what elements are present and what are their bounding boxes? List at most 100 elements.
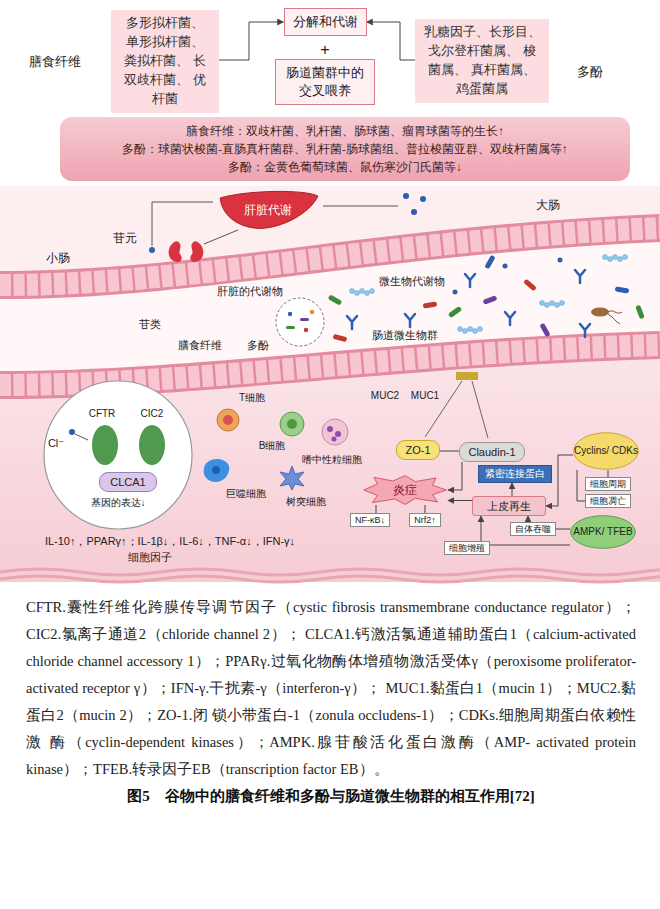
gut-microbes-part-part <box>555 303 560 308</box>
gut-microbes-part <box>635 305 644 320</box>
gut-microbes-part <box>580 324 590 337</box>
ion-label: Cl⁻ <box>48 437 64 451</box>
compound-label: 肝脏的代谢物 <box>217 285 283 299</box>
connector <box>512 483 513 496</box>
fermentation-circle-part <box>288 312 292 316</box>
gut-microbes-part-part <box>558 258 563 263</box>
zoom-circle-part <box>139 425 165 465</box>
gut-microbes-part-part <box>560 301 565 306</box>
process-box: 细胞增殖 <box>444 541 490 555</box>
pathway-ellipse: Cyclins/ CDKs <box>573 432 639 470</box>
fermentation-circle-part <box>304 328 308 332</box>
expression-label: 基因的表达↓ <box>91 497 146 510</box>
gut-microbes-part-part <box>540 301 545 306</box>
cytokine-list: IL-10↑，PPARγ↑；IL-1β↓，IL-6↓，TNF-α↓，IFN-γ↓ <box>45 535 295 549</box>
intestine-wall-part <box>0 228 660 285</box>
gut-microbes-part-part <box>333 334 348 342</box>
gut-microbes-part-part <box>580 324 590 337</box>
node-text: 细胞周期 <box>590 478 626 490</box>
organ-label: 小肠 <box>46 251 70 266</box>
intestine-wall-part <box>0 345 660 385</box>
microbe-label: 肠道微生物群 <box>372 329 438 343</box>
node-text: Claudin-1 <box>468 445 515 459</box>
node-text: 乳糖因子、长形目、 戈尔登杆菌属、 梭菌属、 真杆菌属、 鸡蛋菌属 <box>423 23 541 99</box>
compound-label: 苷元 <box>113 231 137 246</box>
gut-microbes-part-part <box>478 327 483 332</box>
gut-microbes-part <box>591 308 622 325</box>
connector <box>490 545 570 546</box>
gut-microbes-part <box>423 301 438 308</box>
gut-microbes-part <box>347 316 357 329</box>
gut-microbes-part-part <box>347 316 357 329</box>
gut-microbes-part <box>540 301 565 308</box>
zoom-circle-part <box>92 425 118 465</box>
channel-label: CIC2 <box>141 408 164 421</box>
bacteria-box: 多形拟杆菌、 单形拟杆菌、 粪拟杆菌、 长双歧杆菌、 优杆菌 <box>111 10 219 113</box>
connector <box>367 22 416 60</box>
intestine-wall-part <box>0 345 660 385</box>
immune-cells-part <box>280 466 304 490</box>
cell-label: B细胞 <box>259 440 286 453</box>
abbreviation-note: CFTR.囊性纤维化跨膜传导调节因子（cystic fibrosis trans… <box>26 594 636 783</box>
node-text: 细胞凋亡 <box>590 495 626 507</box>
gut-microbes-part-part <box>328 294 343 305</box>
metabolite-dots-part <box>411 209 417 215</box>
kidney <box>169 241 204 262</box>
compound-label: 膳食纤维 <box>178 339 222 353</box>
connector <box>440 451 460 452</box>
caption-block: CFTR.囊性纤维化跨膜传导调节因子（cystic fibrosis trans… <box>26 594 636 806</box>
node-text: Nrf2↑ <box>414 514 436 526</box>
node-text: 多形拟杆菌、 单形拟杆菌、 粪拟杆菌、 长双歧杆菌、 优杆菌 <box>119 14 211 109</box>
compound-label: 微生物代谢物 <box>379 275 445 289</box>
gut-microbes-part-part <box>608 311 622 324</box>
effect-band: 膳食纤维：双歧杆菌、乳杆菌、肠球菌、瘤胃球菌等的生长↑多酚：球菌状梭菌-直肠真杆… <box>60 117 630 181</box>
zoom-circle-part <box>69 429 75 435</box>
gut-microbes-part-part <box>468 327 473 332</box>
node-text: NF-κB↓ <box>355 514 385 526</box>
gut-background-part <box>0 186 660 582</box>
plus-sign: + <box>320 40 329 60</box>
pathway-ellipse-outline-part <box>574 433 639 469</box>
gut-microbes-part <box>483 295 498 304</box>
immune-cells <box>204 409 348 490</box>
fermentation-circle-part <box>300 318 309 321</box>
mucin-label: MUC2 <box>371 390 399 403</box>
cell-label: 嗜中性粒细胞 <box>302 454 362 467</box>
gut-microbes-part-part <box>615 286 630 293</box>
zoom-circle-part <box>75 434 88 440</box>
immune-cells-part <box>217 409 239 431</box>
fermentation-circle <box>276 298 324 346</box>
gut-microbes-part <box>465 274 475 287</box>
gut-microbes-part-part <box>483 295 498 304</box>
node-text: 肝脏代谢 <box>244 202 292 219</box>
immune-cells-part <box>204 459 230 482</box>
gut-microbes-part <box>503 264 508 269</box>
gut-microbes-part <box>453 290 458 295</box>
pathway-ellipse-outline-part <box>571 516 636 549</box>
zoom-circle <box>44 381 192 529</box>
gut-microbes-part-part <box>355 291 360 296</box>
gut-microbes-part <box>615 286 630 293</box>
group-label: 膳食纤维 <box>29 54 81 70</box>
pathway-ellipse: AMPK/ TFEB <box>570 515 636 549</box>
gut-microbes-part-part <box>603 255 608 260</box>
metabolite-dots-part <box>420 196 426 202</box>
immune-cells-part <box>322 419 348 445</box>
node-text: 自体吞噬 <box>515 523 551 535</box>
node-text: 炎症 <box>393 482 417 499</box>
immune-cells-part <box>212 466 220 474</box>
cytokine-label: 细胞因子 <box>128 551 172 565</box>
node-text: 紧密连接蛋白 <box>485 468 545 480</box>
node-text: AMPK/ TFEB <box>573 526 632 538</box>
compound-label: 苷类 <box>139 318 161 332</box>
process-box: NF-κB↓ <box>350 513 390 527</box>
gut-background <box>0 186 660 582</box>
tissue-stripes <box>0 569 660 582</box>
gut-microbes-part-part <box>575 270 585 283</box>
connector <box>424 505 425 513</box>
cell-label: 树突细胞 <box>286 496 326 509</box>
fermentation-circle-part <box>276 298 324 346</box>
cell-label: T细胞 <box>239 392 265 405</box>
process-box: 上皮再生 <box>472 496 546 516</box>
figure-caption: 图5 谷物中的膳食纤维和多酚与肠道微生物群的相互作用[72] <box>26 786 636 806</box>
